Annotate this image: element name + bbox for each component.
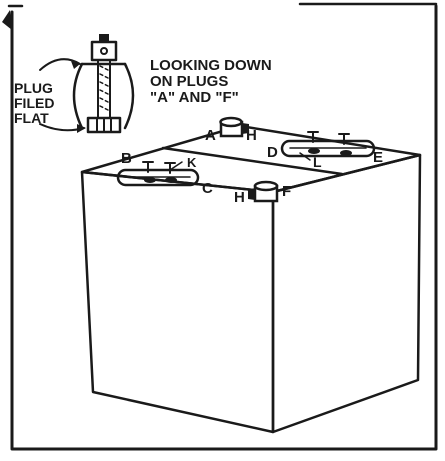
plug-outline-left xyxy=(72,62,84,130)
plug-f-h xyxy=(248,180,279,203)
battery-side-face xyxy=(271,153,422,434)
battery-front-face xyxy=(80,170,275,434)
connector-b-c xyxy=(116,161,200,187)
pointer-l xyxy=(299,152,311,161)
caption-line-1: LOOKING DOWN xyxy=(150,57,272,74)
plug-thread xyxy=(99,65,109,111)
pointer-k xyxy=(169,161,183,171)
figure-frame xyxy=(2,2,438,451)
label-b: B xyxy=(121,150,132,167)
label-k: K xyxy=(187,155,197,170)
plug-vent-hole xyxy=(100,47,108,55)
label-h-top: H xyxy=(246,127,257,144)
cell-divider xyxy=(161,146,344,176)
plug-cap xyxy=(90,40,118,62)
label-d: D xyxy=(267,144,278,161)
plug-filed-flat-line-2: FILED xyxy=(14,95,54,111)
label-f: F xyxy=(282,183,291,200)
battery-box xyxy=(80,124,422,434)
label-c: C xyxy=(202,180,213,197)
leader-arrow-upper xyxy=(39,58,81,71)
plug-filed-flat-line-1: PLUG xyxy=(14,80,53,96)
label-e: E xyxy=(373,149,383,166)
label-l: L xyxy=(313,154,322,170)
label-a: A xyxy=(205,127,216,144)
plug-top-knob xyxy=(99,34,109,43)
caption-line-2: ON PLUGS xyxy=(150,73,228,90)
plug-outline-right xyxy=(123,62,135,130)
corner-mark xyxy=(2,10,12,30)
plug-a-h xyxy=(219,116,249,138)
connector-d-e xyxy=(280,131,376,158)
plug-inset xyxy=(39,34,135,134)
label-h: H xyxy=(234,189,245,206)
plug-filed-flat-line-3: FLAT xyxy=(14,110,49,126)
caption-line-3: "A" AND "F" xyxy=(150,89,239,106)
